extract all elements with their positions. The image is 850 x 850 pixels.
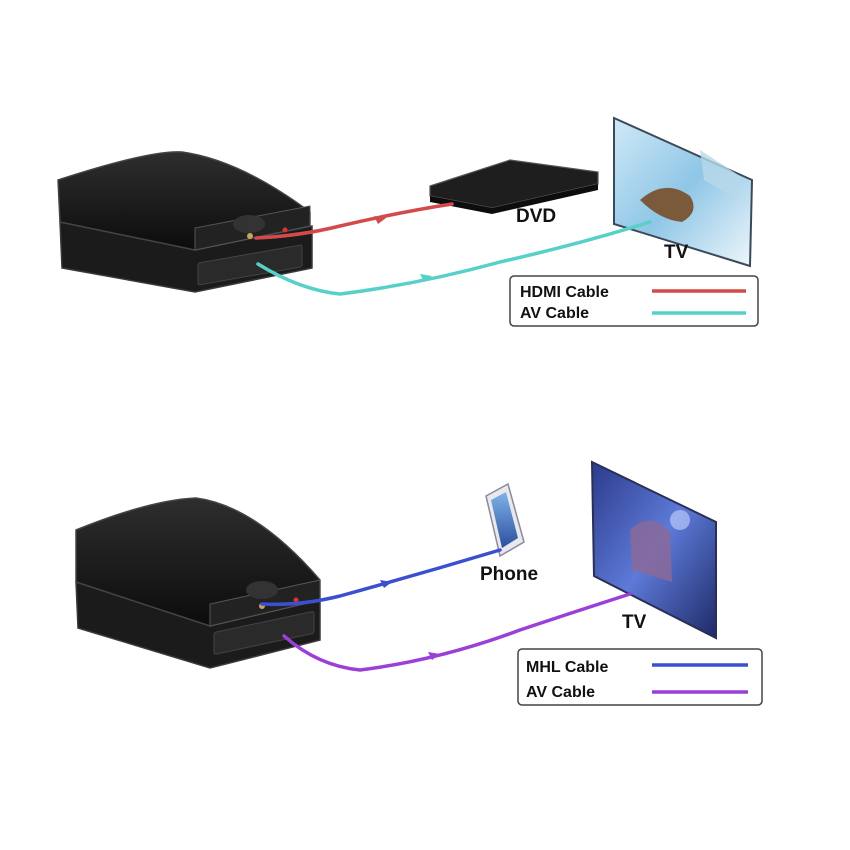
av-cable-bottom-line [282, 592, 632, 672]
legend-av-bottom-label: AV Cable [526, 684, 595, 701]
tv-label-top: TV [664, 242, 689, 263]
phone-device [485, 482, 525, 558]
legend-hdmi-label: HDMI Cable [520, 284, 609, 301]
legend-av-top-label: AV Cable [520, 305, 589, 322]
top-scene: DVD TV HDMI Cable AV Cable [57, 116, 759, 327]
converter-box-bottom [75, 497, 321, 669]
mhl-cable-arrow [380, 580, 392, 588]
bottom-scene: Phone TV MHL Cable AV Cable [75, 460, 763, 706]
mhl-cable-line [260, 548, 502, 607]
dvd-label: DVD [516, 206, 556, 227]
hdmi-cable-line [254, 202, 454, 240]
dvd-player [429, 159, 599, 214]
av-cable-top-arrow [420, 274, 432, 282]
av-cable-bottom-arrow [428, 652, 440, 660]
legend-mhl-label: MHL Cable [526, 659, 608, 676]
legend-top: HDMI Cable AV Cable [509, 275, 759, 327]
av-cable-top-line [256, 220, 652, 296]
tv-label-bottom: TV [622, 612, 647, 633]
phone-label: Phone [480, 564, 538, 585]
tv-bottom [590, 460, 717, 640]
converter-box-top [57, 151, 313, 293]
hdmi-cable-arrow [374, 216, 386, 224]
legend-bottom: MHL Cable AV Cable [517, 648, 763, 706]
tv-top [613, 116, 754, 268]
